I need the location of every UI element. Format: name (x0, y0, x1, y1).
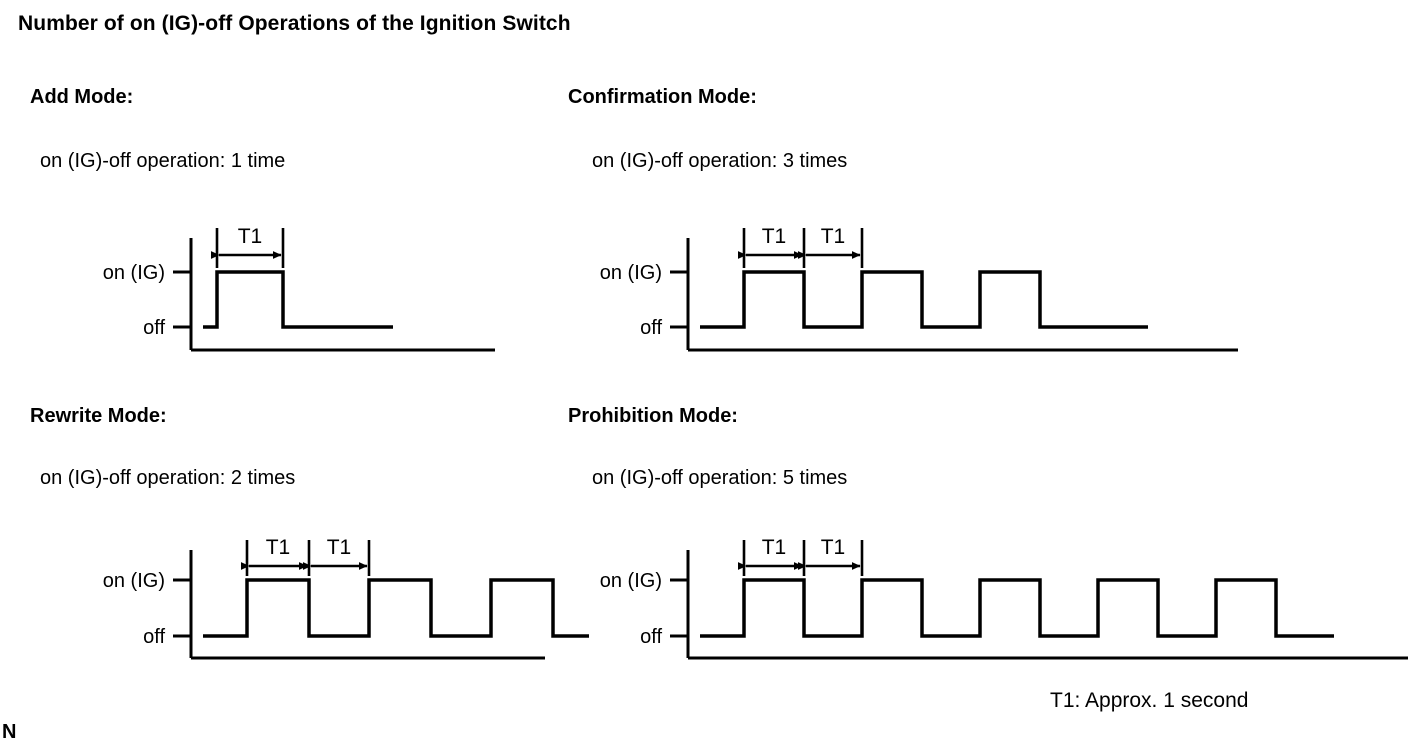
corner-mark: N (2, 721, 17, 743)
operation-count-confirmation-mode: on (IG)-off operation: 3 times (592, 150, 848, 172)
axis-label-off: off (640, 626, 662, 648)
operation-count-add-mode: on (IG)-off operation: 1 time (40, 150, 286, 172)
dimension-label-t1: T1 (238, 225, 263, 248)
panel-heading-add-mode: Add Mode: (30, 86, 134, 108)
waveform-path (203, 578, 589, 638)
dimension-label-t1: T1 (762, 536, 787, 559)
timing-chart-rewrite-mode: on (IG) off T1 T1 (75, 522, 589, 667)
axis-label-off: off (143, 626, 165, 648)
waveform-path (700, 578, 1334, 638)
dimension-label-t1: T1 (762, 225, 787, 248)
panel-heading-confirmation-mode: Confirmation Mode: (568, 86, 757, 108)
dimension-label-t1: T1 (821, 225, 846, 248)
dimension-label-t1: T1 (266, 536, 291, 559)
dimension-label-t1: T1 (327, 536, 352, 559)
panel-heading-rewrite-mode: Rewrite Mode: (30, 405, 167, 427)
timing-chart-add-mode: on (IG) off T1 (75, 210, 495, 360)
timing-chart-prohibition-mode: on (IG) off T1 T1 (578, 522, 1408, 667)
waveform-path (203, 270, 393, 329)
operation-count-rewrite-mode: on (IG)-off operation: 2 times (40, 467, 296, 489)
axis-label-on: on (IG) (600, 570, 662, 592)
axis-label-on: on (IG) (600, 262, 662, 284)
t1-footnote: T1: Approx. 1 second (1050, 689, 1249, 712)
timing-chart-confirmation-mode: on (IG) off T1 T1 (578, 210, 1238, 360)
axis-label-off: off (640, 317, 662, 339)
operation-count-prohibition-mode: on (IG)-off operation: 5 times (592, 467, 848, 489)
page-title: Number of on (IG)-off Operations of the … (18, 12, 571, 35)
dimension-label-t1: T1 (821, 536, 846, 559)
waveform-path (700, 270, 1148, 329)
axis-label-on: on (IG) (103, 262, 165, 284)
panel-heading-prohibition-mode: Prohibition Mode: (568, 405, 738, 427)
axis-label-on: on (IG) (103, 570, 165, 592)
axis-label-off: off (143, 317, 165, 339)
